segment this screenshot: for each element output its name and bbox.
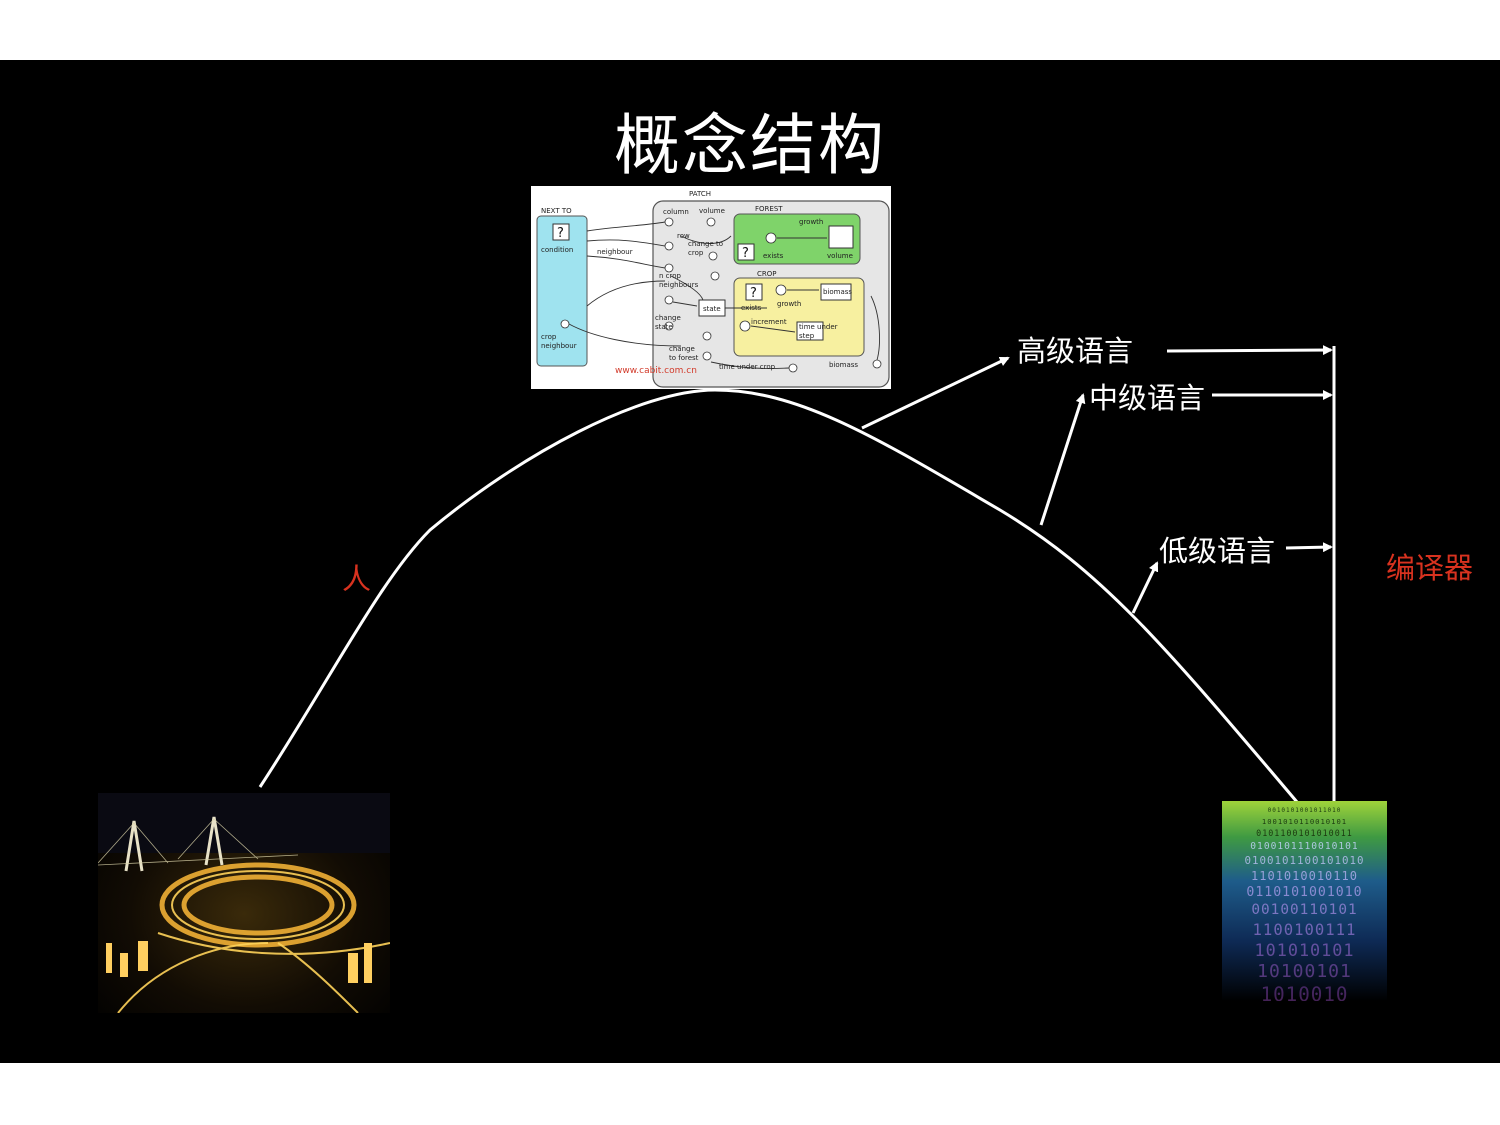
svg-text:www.cabit.com.cn: www.cabit.com.cn bbox=[615, 366, 697, 376]
svg-text:time under: time under bbox=[799, 323, 838, 331]
binary-row: 0010101001011010 bbox=[1267, 807, 1342, 814]
binary-row: 1001010110010101 bbox=[1261, 817, 1348, 826]
binary-code-image: 0010101001011010 1001010110010101 01011001… bbox=[1222, 801, 1387, 1001]
svg-text:biomass: biomass bbox=[823, 288, 852, 296]
svg-text:change: change bbox=[669, 345, 695, 353]
svg-text:row: row bbox=[677, 232, 690, 240]
conceptual-model-diagram-image: ? ? ? bbox=[531, 186, 891, 389]
label-mid-level-language: 中级语言 bbox=[1089, 381, 1206, 415]
svg-text:NEXT TO: NEXT TO bbox=[541, 207, 572, 215]
svg-text:condition: condition bbox=[541, 246, 573, 254]
svg-text:state: state bbox=[655, 323, 673, 331]
label-human: 人 bbox=[342, 562, 372, 596]
concept-curve-diagram bbox=[258, 345, 1336, 803]
arrow-low-level bbox=[1131, 561, 1159, 614]
binary-row: 00100110101 bbox=[1251, 902, 1358, 919]
svg-text:growth: growth bbox=[799, 218, 823, 226]
svg-text:change: change bbox=[655, 314, 681, 322]
slide-title: 概念结构 bbox=[614, 107, 886, 184]
svg-text:n crop: n crop bbox=[659, 272, 682, 280]
label-compiler: 编译器 bbox=[1386, 551, 1474, 585]
svg-text:exists: exists bbox=[763, 252, 784, 260]
svg-text:state: state bbox=[703, 305, 721, 313]
svg-text:biomass: biomass bbox=[829, 361, 858, 369]
label-high-level-language: 高级语言 bbox=[1017, 334, 1134, 368]
label-low-level-language: 低级语言 bbox=[1159, 534, 1276, 568]
svg-text:crop: crop bbox=[541, 333, 557, 341]
svg-text:CROP: CROP bbox=[757, 270, 776, 278]
binary-row: 101010101 bbox=[1254, 940, 1355, 961]
arrow-low-to-compiler bbox=[1285, 542, 1333, 553]
svg-text:?: ? bbox=[742, 246, 749, 261]
svg-text:neighbour: neighbour bbox=[541, 342, 577, 350]
svg-text:?: ? bbox=[750, 286, 757, 301]
night-city-interchange-image bbox=[98, 793, 390, 1013]
binary-row: 0101100101010011 bbox=[1256, 828, 1353, 839]
svg-text:PATCH: PATCH bbox=[689, 190, 711, 198]
binary-row: 1100100111 bbox=[1252, 920, 1357, 939]
svg-text:growth: growth bbox=[777, 300, 801, 308]
svg-text:to forest: to forest bbox=[669, 354, 699, 362]
svg-text:increment: increment bbox=[751, 318, 787, 326]
arrow-high-level bbox=[861, 356, 1010, 430]
svg-text:?: ? bbox=[557, 226, 564, 241]
binary-row: 0100101100101010 bbox=[1244, 854, 1365, 868]
svg-text:crop: crop bbox=[688, 249, 704, 257]
slide: 概念结构 人 高级语言 中级语言 低级语言 编译器 ? ? bbox=[0, 60, 1500, 1063]
binary-row: 1101010010110 bbox=[1251, 869, 1358, 883]
svg-text:volume: volume bbox=[699, 207, 725, 215]
binary-row: 0100101110010101 bbox=[1250, 840, 1359, 852]
abstraction-curve bbox=[258, 388, 1299, 803]
arrow-high-to-compiler bbox=[1166, 345, 1333, 356]
binary-row: 1010010 bbox=[1260, 983, 1349, 1001]
svg-text:volume: volume bbox=[827, 252, 853, 260]
binary-row: 10100101 bbox=[1257, 961, 1352, 982]
svg-text:FOREST: FOREST bbox=[755, 205, 783, 213]
svg-text:change to: change to bbox=[688, 240, 723, 248]
svg-text:neighbours: neighbours bbox=[659, 281, 699, 289]
arrow-mid-level bbox=[1039, 393, 1086, 526]
svg-text:step: step bbox=[799, 332, 815, 340]
binary-row: 0110101001010 bbox=[1246, 885, 1363, 900]
svg-text:neighbour: neighbour bbox=[597, 248, 633, 256]
svg-text:exists: exists bbox=[741, 304, 762, 312]
svg-text:time under crop: time under crop bbox=[719, 363, 776, 371]
svg-text:column: column bbox=[663, 208, 689, 216]
